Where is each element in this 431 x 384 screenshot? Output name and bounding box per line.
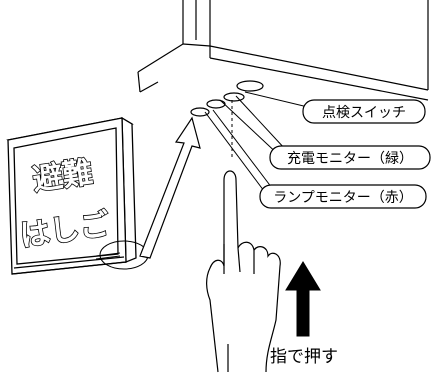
charge-monitor-label: 充電モニター（緑）: [287, 151, 413, 167]
lamp-monitor-frame: [259, 184, 427, 209]
inspection-switch-button: [236, 80, 264, 92]
callout-frames: [259, 99, 431, 209]
charge-monitor-lamp: [206, 99, 226, 109]
hand-illustration: [206, 170, 281, 373]
charge-monitor-frame: [269, 145, 431, 170]
ceiling-box: [137, 0, 429, 101]
lamp-monitor-lamp: [190, 107, 210, 117]
inspection-switch-inner: [223, 92, 245, 102]
press-arrow: [285, 261, 321, 337]
pointer-arrow: [139, 116, 201, 259]
inspection-switch-frame: [302, 99, 426, 124]
callout-leaders: [204, 91, 313, 196]
inspection-switch-label: 点検スイッチ: [322, 105, 406, 121]
switch-buttons: [190, 80, 264, 117]
lamp-monitor-label: ランプモニター（赤）: [273, 190, 413, 206]
sign-box: [6, 116, 137, 275]
press-caption: 指で押す: [270, 347, 338, 367]
